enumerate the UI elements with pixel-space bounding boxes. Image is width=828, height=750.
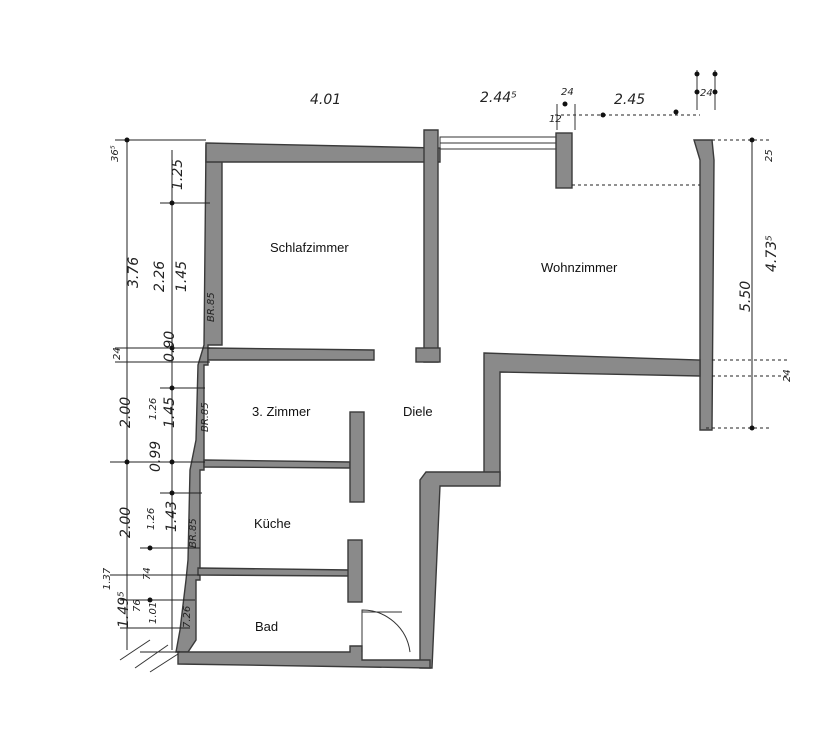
dim-right-550: 5.50 bbox=[738, 281, 754, 312]
room-labels: Schlafzimmer Wohnzimmer 3. Zimmer Diele … bbox=[252, 240, 618, 634]
wall-left-outer bbox=[175, 144, 223, 653]
wall-living-hall bbox=[483, 352, 701, 481]
wall-right bbox=[693, 139, 715, 431]
wall-bath-stub bbox=[347, 539, 363, 603]
dimension-dots bbox=[124, 71, 755, 603]
walls bbox=[175, 129, 715, 669]
dim-top-2445: 2.44⁵ bbox=[480, 90, 517, 106]
dim-left-200a: 2.00 bbox=[118, 397, 134, 428]
dim-left-br85b: BR.85 bbox=[200, 402, 211, 432]
room-label-diele: Diele bbox=[403, 404, 433, 419]
wall-hall-step bbox=[419, 471, 501, 669]
hatch-1 bbox=[119, 639, 151, 661]
dim-left-126a: 1.26 bbox=[148, 398, 159, 420]
wall-bottom bbox=[177, 645, 431, 669]
wall-center-column bbox=[423, 129, 439, 363]
dim-left-br85c: BR.85 bbox=[188, 518, 199, 548]
dim-top-12: 12 bbox=[549, 114, 562, 125]
dimension-texts: 4.01 2.44⁵ 24 2.45 24 12 36⁵ 3.76 1.25 2… bbox=[102, 87, 793, 628]
room-label-wohnzimmer: Wohnzimmer bbox=[541, 260, 618, 275]
dim-left-76: 76 bbox=[132, 599, 143, 612]
dim-left-149: 1.49⁵ bbox=[116, 591, 132, 628]
dim-top-245: 2.45 bbox=[614, 92, 645, 108]
dim-left-137: 1.37 bbox=[102, 567, 113, 590]
dim-left-145a: 1.45 bbox=[174, 261, 190, 292]
room-label-3-zimmer: 3. Zimmer bbox=[252, 404, 311, 419]
wall-bed-third bbox=[207, 347, 375, 361]
wall-window-pillar bbox=[555, 132, 573, 189]
dim-top-24a: 24 bbox=[561, 87, 574, 98]
wall-kitchen-stub bbox=[349, 411, 365, 503]
dim-left-726: 7.26 bbox=[182, 606, 193, 628]
dim-left-74: 74 bbox=[142, 567, 153, 580]
dim-left-376: 3.76 bbox=[126, 257, 142, 288]
room-label-schlafzimmer: Schlafzimmer bbox=[270, 240, 349, 255]
dim-left-24: 24 bbox=[112, 347, 123, 360]
dim-right-24: 24 bbox=[782, 369, 793, 382]
dim-left-365: 36⁵ bbox=[110, 145, 121, 162]
dim-left-126b: 1.26 bbox=[146, 508, 157, 530]
wall-center-foot bbox=[415, 347, 441, 363]
wall-top-left bbox=[205, 142, 441, 163]
wall-third-kitchen bbox=[203, 459, 351, 469]
dim-right-4735: 4.73⁵ bbox=[764, 235, 780, 272]
dim-left-br85a: BR.85 bbox=[206, 292, 217, 322]
dim-left-101: 1.01 bbox=[148, 602, 159, 624]
hatch-2 bbox=[134, 644, 169, 669]
dim-top-401: 4.01 bbox=[310, 92, 341, 108]
dim-left-099: 0.99 bbox=[148, 441, 164, 472]
dim-left-200b: 2.00 bbox=[118, 507, 134, 538]
room-label-kueche: Küche bbox=[254, 516, 291, 531]
door-swing-bath bbox=[361, 609, 411, 653]
wall-kitchen-bath bbox=[197, 567, 351, 577]
dim-left-143: 1.43 bbox=[164, 501, 180, 532]
dim-left-090: 0.90 bbox=[162, 331, 178, 362]
dim-right-25: 25 bbox=[764, 149, 775, 162]
dim-left-125: 1.25 bbox=[170, 159, 186, 190]
dim-top-24b: 24 bbox=[700, 88, 713, 99]
dim-left-226: 2.26 bbox=[152, 261, 168, 292]
dim-left-145b: 1.45 bbox=[162, 397, 178, 428]
hatch-3 bbox=[149, 653, 179, 673]
room-label-bad: Bad bbox=[255, 619, 278, 634]
